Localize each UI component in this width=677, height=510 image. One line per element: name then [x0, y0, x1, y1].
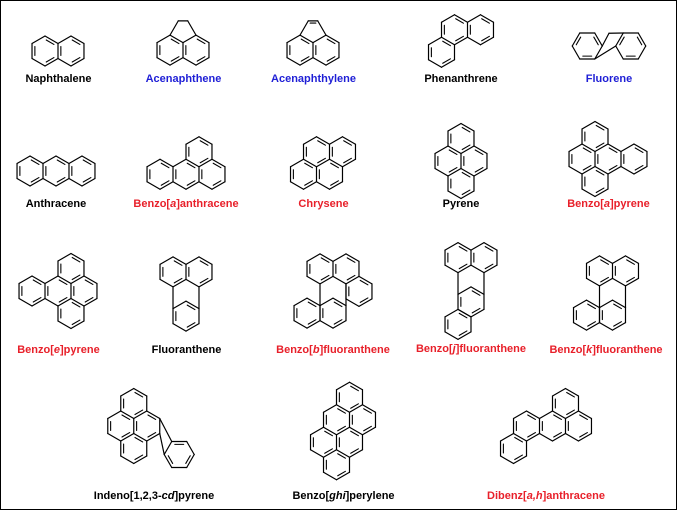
structure-benzo-j-fluoranthene: Benzo[j]fluoranthene: [406, 241, 536, 359]
chrysene-drawing: [289, 136, 357, 190]
benzoJfluoranthene-skeleton: [444, 242, 498, 340]
fluorene-skeleton: [571, 32, 647, 60]
fluoranthene-skeleton: [159, 256, 213, 332]
pyrene-label: Pyrene: [442, 198, 480, 210]
benzAanthracene-skeleton: [146, 136, 226, 190]
structure-naphthalene: Naphthalene: [6, 11, 111, 91]
indenoPyrene-skeleton: [107, 387, 195, 469]
acenaphthylene-drawing: [286, 20, 340, 66]
benzoKfluoranthene-skeleton: [572, 255, 640, 331]
acenaphthene-drawing: [156, 20, 210, 66]
benz-a-anthracene-drawing: [146, 136, 226, 190]
dibenz-ah-anthracene-drawing: [499, 387, 593, 465]
structure-acenaphthene: Acenaphthene: [126, 1, 241, 91]
benzoGhiPerylene-skeleton: [309, 381, 377, 481]
chrysene-skeleton: [289, 136, 357, 190]
phenanthrene-label: Phenanthrene: [424, 73, 498, 85]
benzo-b-fluoranthene-drawing: [293, 253, 373, 329]
structure-dibenz-ah-anthracene: Dibenz[a,h]anthracene: [466, 366, 626, 506]
benzo-j-fluoranthene-label: Benzo[j]fluoranthene: [415, 343, 526, 355]
structure-benzo-b-fluoranthene: Benzo[b]fluoranthene: [263, 241, 403, 359]
benzo-j-fluoranthene-drawing: [444, 242, 498, 340]
fluorene-label: Fluorene: [585, 73, 633, 85]
phenanthrene-skeleton: [427, 14, 495, 68]
structure-acenaphthylene: Acenaphthylene: [256, 1, 371, 91]
structure-fluoranthene: Fluoranthene: [129, 246, 244, 359]
acenaphthylene-skeleton: [286, 20, 340, 66]
benzo-ghi-perylene-label: Benzo[ghi]perylene: [292, 490, 395, 502]
benzoApyrene-skeleton: [568, 120, 648, 198]
benz-a-anthracene-label: Benzo[a]anthracene: [133, 198, 239, 210]
structure-chrysene: Chrysene: [256, 111, 391, 211]
benzo-k-fluoranthene-label: Benzo[k]fluoranthene: [549, 344, 663, 356]
structure-benzo-a-pyrene: Benzo[a]pyrene: [541, 111, 676, 211]
structure-pyrene: Pyrene: [401, 116, 521, 211]
naphthalene-skeleton: [31, 35, 85, 67]
structure-fluorene: Fluorene: [549, 1, 669, 91]
dibenzAHanthracene-skeleton: [499, 387, 593, 465]
anthracene-drawing: [16, 155, 96, 187]
pyrene-skeleton: [434, 122, 488, 200]
benzo-ghi-perylene-drawing: [309, 381, 377, 481]
benzo-b-fluoranthene-label: Benzo[b]fluoranthene: [276, 344, 390, 356]
acenaphthene-label: Acenaphthene: [145, 73, 222, 85]
indeno-pyrene-label: Indeno[1,2,3-cd]pyrene: [93, 490, 215, 502]
structure-benzo-e-pyrene: Benzo[e]pyrene: [1, 241, 116, 359]
structure-benzo-ghi-perylene: Benzo[ghi]perylene: [281, 376, 406, 506]
benzoBfluoranthene-skeleton: [293, 253, 373, 329]
structure-indeno-pyrene: Indeno[1,2,3-cd]pyrene: [79, 376, 229, 506]
benzoEpyrene-skeleton: [18, 252, 98, 330]
pyrene-drawing: [434, 122, 488, 200]
benzo-e-pyrene-drawing: [18, 252, 98, 330]
naphthalene-label: Naphthalene: [25, 73, 92, 85]
anthracene-label: Anthracene: [25, 198, 87, 210]
anthracene-skeleton: [16, 155, 96, 187]
structure-phenanthrene: Phenanthrene: [396, 1, 526, 91]
acenaphthylene-label: Acenaphthylene: [271, 73, 356, 85]
chrysene-label: Chrysene: [298, 198, 349, 210]
benzo-e-pyrene-label: Benzo[e]pyrene: [17, 344, 100, 356]
acenaphthene-skeleton: [156, 20, 210, 66]
dibenz-ah-anthracene-label: Dibenz[a,h]anthracene: [487, 490, 605, 502]
naphthalene-drawing: [31, 35, 85, 67]
indeno-pyrene-drawing: [107, 387, 195, 469]
fluoranthene-drawing: [159, 256, 213, 332]
structure-benz-a-anthracene: Benzo[a]anthracene: [116, 111, 256, 211]
fluorene-drawing: [571, 32, 647, 60]
phenanthrene-drawing: [427, 14, 495, 68]
fluoranthene-label: Fluoranthene: [151, 344, 222, 356]
benzo-k-fluoranthene-drawing: [572, 255, 640, 331]
structure-benzo-k-fluoranthene: Benzo[k]fluoranthene: [536, 241, 676, 359]
benzo-a-pyrene-label: Benzo[a]pyrene: [567, 198, 650, 210]
benzo-a-pyrene-drawing: [568, 120, 648, 198]
structure-anthracene: Anthracene: [1, 131, 111, 211]
